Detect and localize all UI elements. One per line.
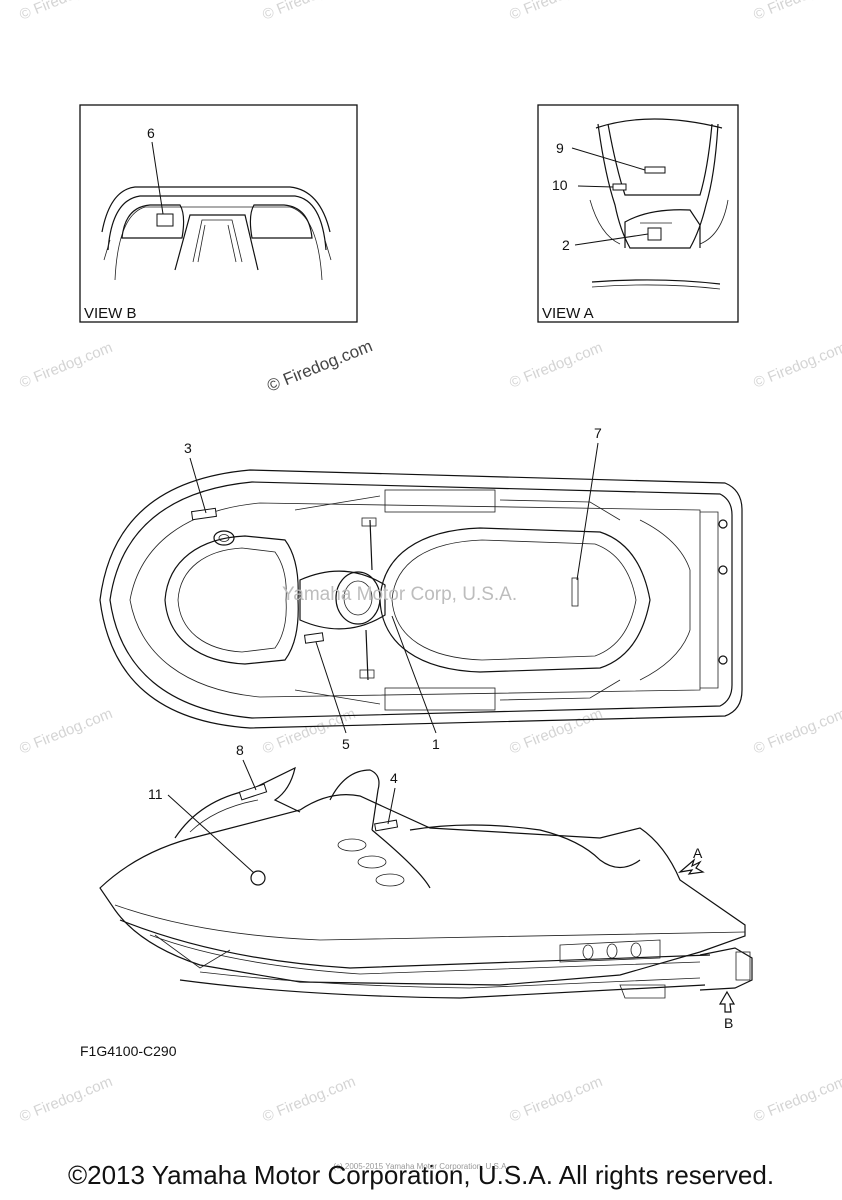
- callout-5: 5: [342, 736, 350, 752]
- watermark: © Firedog.com: [507, 705, 605, 758]
- callout-11: 11: [148, 786, 163, 802]
- part-code: F1G4100-C290: [80, 1043, 177, 1059]
- watermark: © Firedog.com: [17, 1073, 115, 1126]
- watermark: © Firedog.com: [507, 339, 605, 392]
- tiny-copyright-note: (c) 2005-2015 Yamaha Motor Corporation, …: [333, 1162, 509, 1171]
- watermark: © Firedog.com: [17, 705, 115, 758]
- callout-4: 4: [390, 770, 398, 786]
- view-a-inset: 9 10 2 VIEW A: [537, 104, 739, 323]
- watermark: © Firedog.com: [751, 339, 842, 392]
- watermark: © Firedog.com: [17, 339, 115, 392]
- top-view-drawing: 3 7 5 1: [99, 425, 743, 752]
- callout-2: 2: [562, 237, 570, 253]
- callout-7: 7: [594, 425, 602, 441]
- side-view-drawing: 8 4 11 A B: [99, 742, 753, 1031]
- callout-10: 10: [552, 177, 568, 193]
- arrow-b-label: B: [724, 1015, 733, 1031]
- callout-6: 6: [147, 125, 155, 141]
- decal-5: [303, 632, 325, 644]
- view-b-inset: 6 VIEW B: [79, 104, 358, 323]
- watermark: © Firedog.com: [260, 0, 358, 24]
- decal-7: [571, 577, 579, 607]
- view-b-label: VIEW B: [84, 305, 137, 322]
- arrow-a-label: A: [693, 845, 703, 861]
- callout-8: 8: [236, 742, 244, 758]
- watermark-strong: © Firedog.com: [264, 336, 375, 395]
- decal-9: [644, 166, 666, 174]
- arrow-b-icon: [718, 990, 736, 1013]
- watermark: © Firedog.com: [260, 1073, 358, 1126]
- watermark: © Firedog.com: [751, 705, 842, 758]
- watermark: © Firedog.com: [17, 0, 115, 24]
- decal-3: [190, 507, 218, 521]
- watermark: © Firedog.com: [751, 0, 842, 24]
- watermark: © Firedog.com: [507, 0, 605, 24]
- overlay-watermark: Yamaha Motor Corp, U.S.A.: [282, 584, 518, 605]
- callout-1: 1: [432, 736, 440, 752]
- decal-4: [374, 819, 399, 832]
- decal-8: [238, 783, 268, 801]
- decal-6: [156, 213, 174, 227]
- view-a-label: VIEW A: [542, 305, 594, 322]
- callout-9: 9: [556, 140, 564, 156]
- decal-10: [612, 183, 627, 191]
- copyright-notice: ©2013 Yamaha Motor Corporation, U.S.A. A…: [67, 1160, 775, 1190]
- watermark: © Firedog.com: [751, 1073, 842, 1126]
- arrow-a-icon: [677, 858, 705, 875]
- decal-2: [647, 227, 662, 241]
- leader-6: [151, 141, 164, 215]
- watermark: © Firedog.com: [507, 1073, 605, 1126]
- callout-3: 3: [184, 440, 192, 456]
